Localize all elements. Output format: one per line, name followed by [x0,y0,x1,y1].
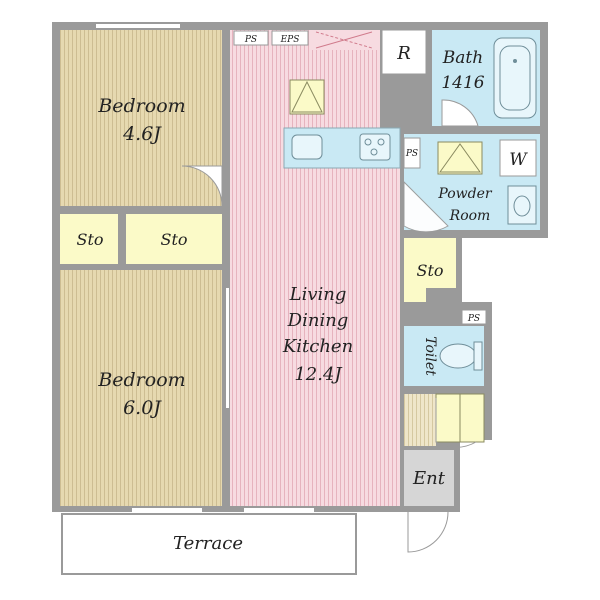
washer-box [499,139,537,177]
refrigerator-label: R [396,43,411,64]
door-bedroom-top [181,165,223,207]
toilet-label: Toilet [422,336,438,376]
bedroom-bottom-floor [60,270,222,506]
storage-right-label: Sto [416,261,443,280]
eps-label: EPS [280,35,300,45]
bedroom-bottom-size: 6.0J [123,397,162,419]
cooktop [359,133,391,161]
ldk-floor [230,30,400,506]
ldk-size: 12.4J [294,364,343,385]
bedroom-bottom-name: Bedroom [97,369,185,391]
storage-left-label: Sto [76,230,103,249]
shelf-box [289,79,325,115]
ldk-line1: Living [289,284,347,305]
bath-name: Bath [442,48,483,68]
door-bath [441,99,479,127]
storage-left [60,214,118,264]
refrigerator [381,29,427,75]
door-toilet [435,398,477,448]
ps-label-kitchen: PS [405,149,418,159]
ps-label-top: PS [244,35,257,45]
entrance-label: Ent [412,468,446,489]
storage-middle [126,214,222,264]
bedroom-top-floor [60,30,222,206]
storage-right [404,238,456,302]
bathtub [493,37,537,119]
bedroom-top-name: Bedroom [97,95,185,117]
powder-line2: Room [449,208,491,224]
shoe-closet-floor [404,394,436,446]
ldk-line2: Dining [287,310,349,331]
ldk-line3: Kitchen [282,336,353,357]
storage-middle-label: Sto [160,230,187,249]
toilet-bowl [439,343,477,369]
ps-box-toilet [461,309,487,325]
bath-size: 1416 [441,73,484,93]
sink [291,134,323,160]
ps-box-top [233,30,269,46]
ps-box-kitchen [403,137,421,169]
powder-line1: Powder [437,186,493,202]
washer-label: W [509,150,528,170]
terrace-label: Terrace [173,533,243,554]
ps-label-toilet: PS [467,314,480,324]
entrance-floor [404,450,454,506]
door-powder [403,180,449,233]
washbasin [507,185,537,225]
vanity [437,141,483,175]
eps-box [271,30,309,46]
terrace [61,513,357,575]
bedroom-top-size: 4.6J [122,123,162,145]
